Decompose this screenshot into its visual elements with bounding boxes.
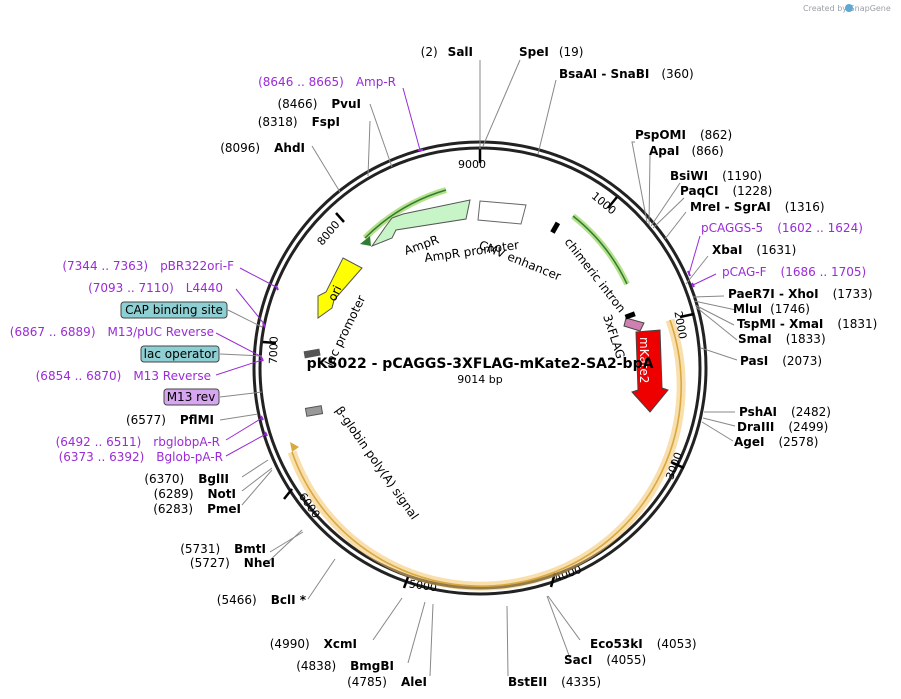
site-draiii: DraIII(2499): [737, 420, 828, 434]
ampr-arrow: [370, 199, 471, 248]
snapgene-logo-icon: [845, 4, 853, 12]
tick-1000: [607, 196, 618, 209]
site-bsiwi: BsiWI(1190): [670, 169, 762, 183]
primer-marks: [260, 149, 695, 437]
site-bmti: (5731)BmtI: [180, 542, 266, 556]
site-smai: SmaI(1833): [738, 332, 826, 346]
box-leader-lines: [219, 309, 263, 398]
site-saci: SacI(4055): [564, 653, 646, 667]
tick-label-9000: 9000: [458, 158, 486, 171]
primer-ampr: (8646 .. 8665)Amp-R: [258, 75, 396, 89]
primer-pcaggs5: pCAGGS-5(1602 .. 1624): [701, 221, 863, 235]
cmv-enhancer-shape: [477, 200, 527, 225]
primer-bglobpa: (6373 .. 6392)Bglob-pA-R: [59, 450, 223, 464]
site-alei: (4785)AleI: [347, 675, 427, 689]
site-apai: ApaI(866): [649, 144, 724, 158]
bglob-mark: [304, 405, 324, 417]
site-pasi: PasI(2073): [740, 354, 822, 368]
site-pvui: (8466)PvuI: [277, 97, 361, 111]
ori-label: ori: [325, 283, 344, 303]
tick-5000: [402, 576, 410, 589]
cap-binding-label: CAP binding site: [125, 303, 223, 317]
bglobin-arrowhead: [290, 442, 299, 452]
m13-rev-label: M13 rev: [167, 390, 216, 404]
tick-8000: [335, 212, 345, 223]
tick-7000: [262, 340, 277, 345]
flag-marker-icon: [624, 311, 636, 320]
site-ahdi: (8096)AhdI: [220, 141, 305, 155]
tick-3000: [670, 460, 685, 470]
site-sali: (2)SalI: [421, 45, 473, 59]
intron-label: chimeric intron: [562, 235, 629, 315]
m13-rev-box: M13 rev: [163, 388, 220, 406]
site-xcmi: (4990)XcmI: [270, 637, 357, 651]
site-pflmi: (6577)PflMI: [126, 413, 214, 427]
site-paer7i: PaeR7I - XhoI(1733): [728, 287, 873, 301]
tick-label-7000: 7000: [267, 336, 281, 364]
intron-marker-icon: [550, 221, 561, 234]
site-bglii: (6370)BglII: [144, 472, 229, 486]
tick-marks: [262, 149, 695, 589]
flag-label: 3xFLAG: [600, 313, 628, 361]
primer-m13puc: (6867 .. 6889)M13/pUC Reverse: [10, 325, 214, 339]
bglobin-label: β-globin poly(A) signal: [333, 404, 422, 523]
primer-m13rev: (6854 .. 6870)M13 Reverse: [36, 369, 211, 383]
lac-operator-label: lac operator: [144, 347, 217, 361]
primer-leader-lines: [215, 87, 717, 457]
cap-binding-box: CAP binding site: [120, 301, 228, 319]
site-agei: AgeI(2578): [734, 435, 818, 449]
amprp-line: [364, 189, 447, 239]
site-mlui: MluI(1746): [733, 302, 810, 316]
plasmid-length: 9014 bp: [457, 373, 502, 386]
site-xbai: XbaI(1631): [712, 243, 796, 257]
site-mrei: MreI - SgrAI(1316): [690, 200, 825, 214]
amprp-arrowhead: [360, 236, 371, 246]
flag-shape: [623, 317, 645, 332]
intron-line: [572, 215, 628, 285]
site-pmei: (6283)PmeI: [153, 502, 241, 516]
site-noti: (6289)NotI: [154, 487, 236, 501]
site-pshai: PshAI(2482): [739, 405, 831, 419]
tick-6000: [283, 488, 293, 500]
tick-2000: [679, 312, 695, 319]
site-eco53ki: Eco53kI(4053): [590, 637, 697, 651]
mkate2-arrow: [631, 329, 669, 413]
ori-arrow: [317, 257, 363, 319]
primer-pbr322ori: (7344 .. 7363)pBR322ori-F: [62, 259, 234, 273]
site-pspomi: PspOMI(862): [635, 128, 732, 142]
primer-rbglobpa: (6492 .. 6511)rbglobpA-R: [56, 435, 220, 449]
primer-pcagf: pCAG-F(1686 .. 1705): [722, 265, 866, 279]
site-fspi: (8318)FspI: [258, 115, 340, 129]
cap-site-mark: [303, 348, 321, 359]
site-bcli: (5466)BclI *: [217, 593, 307, 607]
primer-l4440: (7093 .. 7110)L4440: [88, 281, 223, 295]
site-nhei: (5727)NheI: [190, 556, 275, 570]
site-bsteii: BstEII(4335): [508, 675, 601, 689]
tick-label-8000: 8000: [315, 218, 343, 248]
mkate2-label: mKate2: [637, 337, 651, 383]
site-bsaai: BsaAI - SnaBI(360): [559, 67, 694, 81]
site-tspmi: TspMI - XmaI(1831): [737, 317, 877, 331]
site-spei: SpeI(19): [519, 45, 583, 59]
site-bmgbi: (4838)BmgBI: [296, 659, 394, 673]
plasmid-name: pKS022 - pCAGGS-3XFLAG-mKate2-SA2-bpA: [307, 356, 654, 372]
lac-operator-box: lac operator: [140, 345, 220, 363]
leader-lines: [219, 59, 738, 677]
bglobin-line: [291, 319, 682, 587]
site-paqci: PaqCI(1228): [680, 184, 772, 198]
